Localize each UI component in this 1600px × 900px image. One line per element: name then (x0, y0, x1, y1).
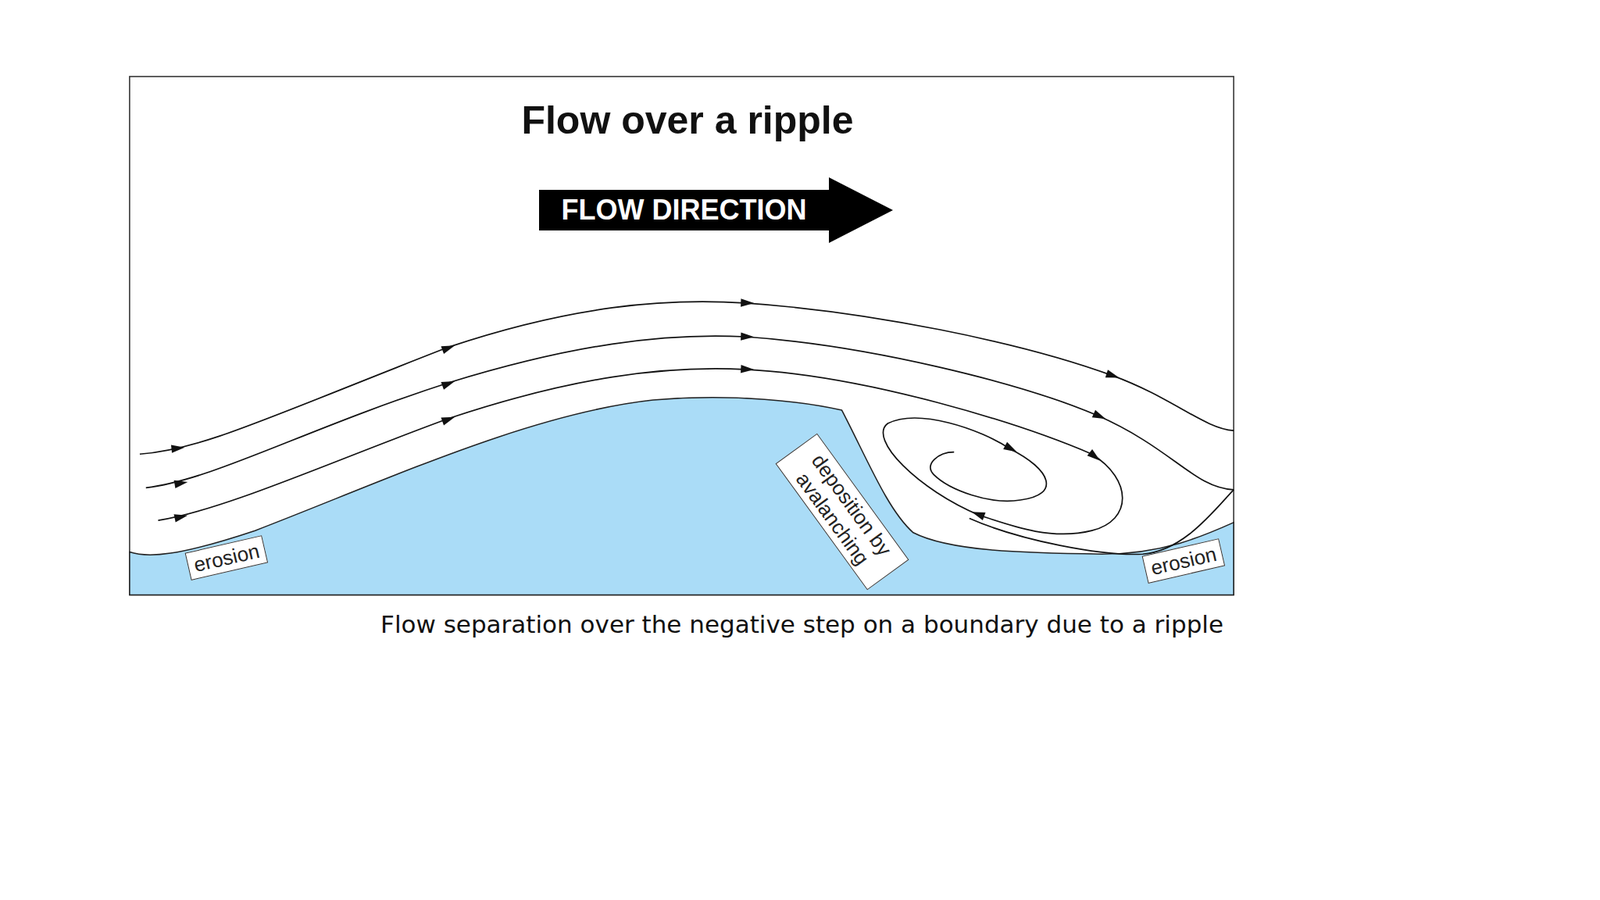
flow-direction-arrow: FLOW DIRECTION (539, 177, 893, 243)
figure-caption: Flow separation over the negative step o… (234, 609, 1224, 640)
arrow-fill (539, 177, 893, 243)
arrowhead (174, 511, 190, 523)
eddy-streamline (157, 368, 1122, 535)
arrowhead (174, 478, 190, 489)
arrowhead (440, 413, 457, 426)
flow-arrowheads (171, 298, 1121, 522)
arrowhead (1087, 449, 1104, 465)
arrowhead (440, 377, 457, 390)
arrowhead (740, 364, 755, 374)
arrowhead (1092, 410, 1108, 423)
sand-ripple (129, 397, 1234, 596)
arrowhead (171, 443, 186, 454)
streamline (146, 335, 1234, 490)
arrowhead (1003, 442, 1019, 456)
arrow-label: FLOW DIRECTION (539, 177, 829, 243)
arrowhead (740, 332, 754, 341)
streamline (139, 301, 1234, 454)
figure-frame (129, 76, 1234, 596)
arrowhead (1105, 369, 1121, 382)
diagram-title: Flow over a ripple (296, 96, 1079, 144)
arrowhead (970, 507, 986, 521)
arrowhead (740, 298, 754, 308)
streamlines (139, 301, 1234, 554)
arrowhead (440, 341, 457, 354)
